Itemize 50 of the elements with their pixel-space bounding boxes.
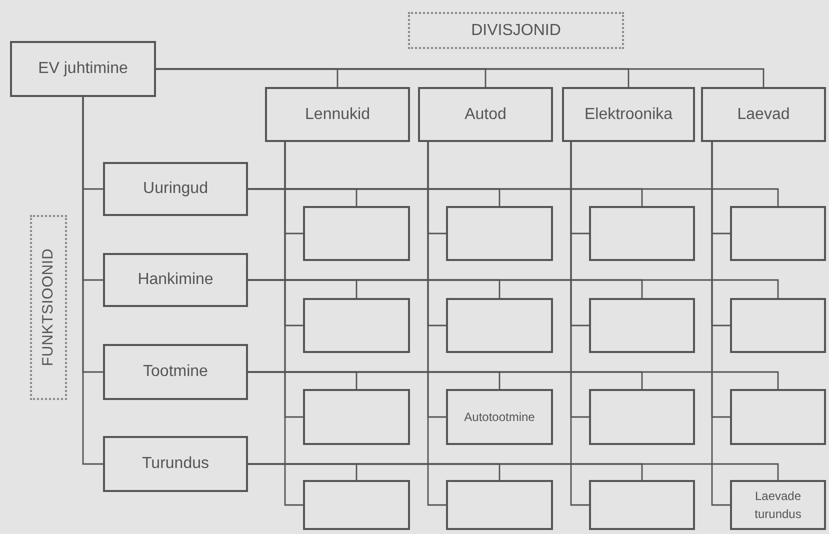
connector-line xyxy=(248,463,779,480)
empty-box xyxy=(446,298,553,353)
node-label: Hankimine xyxy=(138,270,214,290)
org-box xyxy=(730,480,826,530)
connector-line xyxy=(82,97,103,465)
empty-box xyxy=(730,206,826,261)
empty-box xyxy=(730,298,826,353)
connector-line xyxy=(570,142,589,506)
node-label: EV juhtimine xyxy=(38,59,128,79)
org-box xyxy=(265,87,410,142)
node-label: Laevad xyxy=(737,104,790,124)
org-box xyxy=(418,87,553,142)
org-box xyxy=(103,436,248,492)
node-label: Uuringud xyxy=(143,179,208,199)
empty-box xyxy=(303,206,410,261)
empty-box xyxy=(303,298,410,353)
org-box xyxy=(701,87,826,142)
empty-box xyxy=(589,206,695,261)
node-label: Autotootmine xyxy=(463,409,536,426)
node-label: Autod xyxy=(464,104,506,124)
node-label: Tootmine xyxy=(143,362,208,382)
empty-box xyxy=(589,298,695,353)
empty-box xyxy=(589,480,695,530)
org-box xyxy=(10,41,156,97)
connector-line xyxy=(248,279,779,298)
org-box xyxy=(103,162,248,216)
org-box xyxy=(446,389,553,445)
node-label: FUNKTSIOONID xyxy=(38,248,58,366)
empty-box xyxy=(446,206,553,261)
dotted-label-box xyxy=(30,215,67,400)
node-label: DIVISJONID xyxy=(471,20,561,40)
connector-line xyxy=(284,142,303,506)
org-box xyxy=(562,87,695,142)
node-label: Lennukid xyxy=(305,104,370,124)
org-box xyxy=(103,344,248,400)
node-label: Turundus xyxy=(142,454,209,474)
empty-box xyxy=(303,480,410,530)
empty-box xyxy=(730,389,826,445)
connector-line xyxy=(248,188,779,206)
org-box xyxy=(103,253,248,307)
connector-line xyxy=(427,142,446,506)
empty-box xyxy=(589,389,695,445)
empty-box xyxy=(303,389,410,445)
dotted-label-box xyxy=(408,12,624,49)
connector-line xyxy=(711,142,730,506)
connector-line xyxy=(156,68,764,87)
node-label: Elektroonika xyxy=(584,104,673,124)
empty-box xyxy=(446,480,553,530)
connector-line xyxy=(248,371,779,389)
node-label: Laevade turundus xyxy=(754,488,802,523)
